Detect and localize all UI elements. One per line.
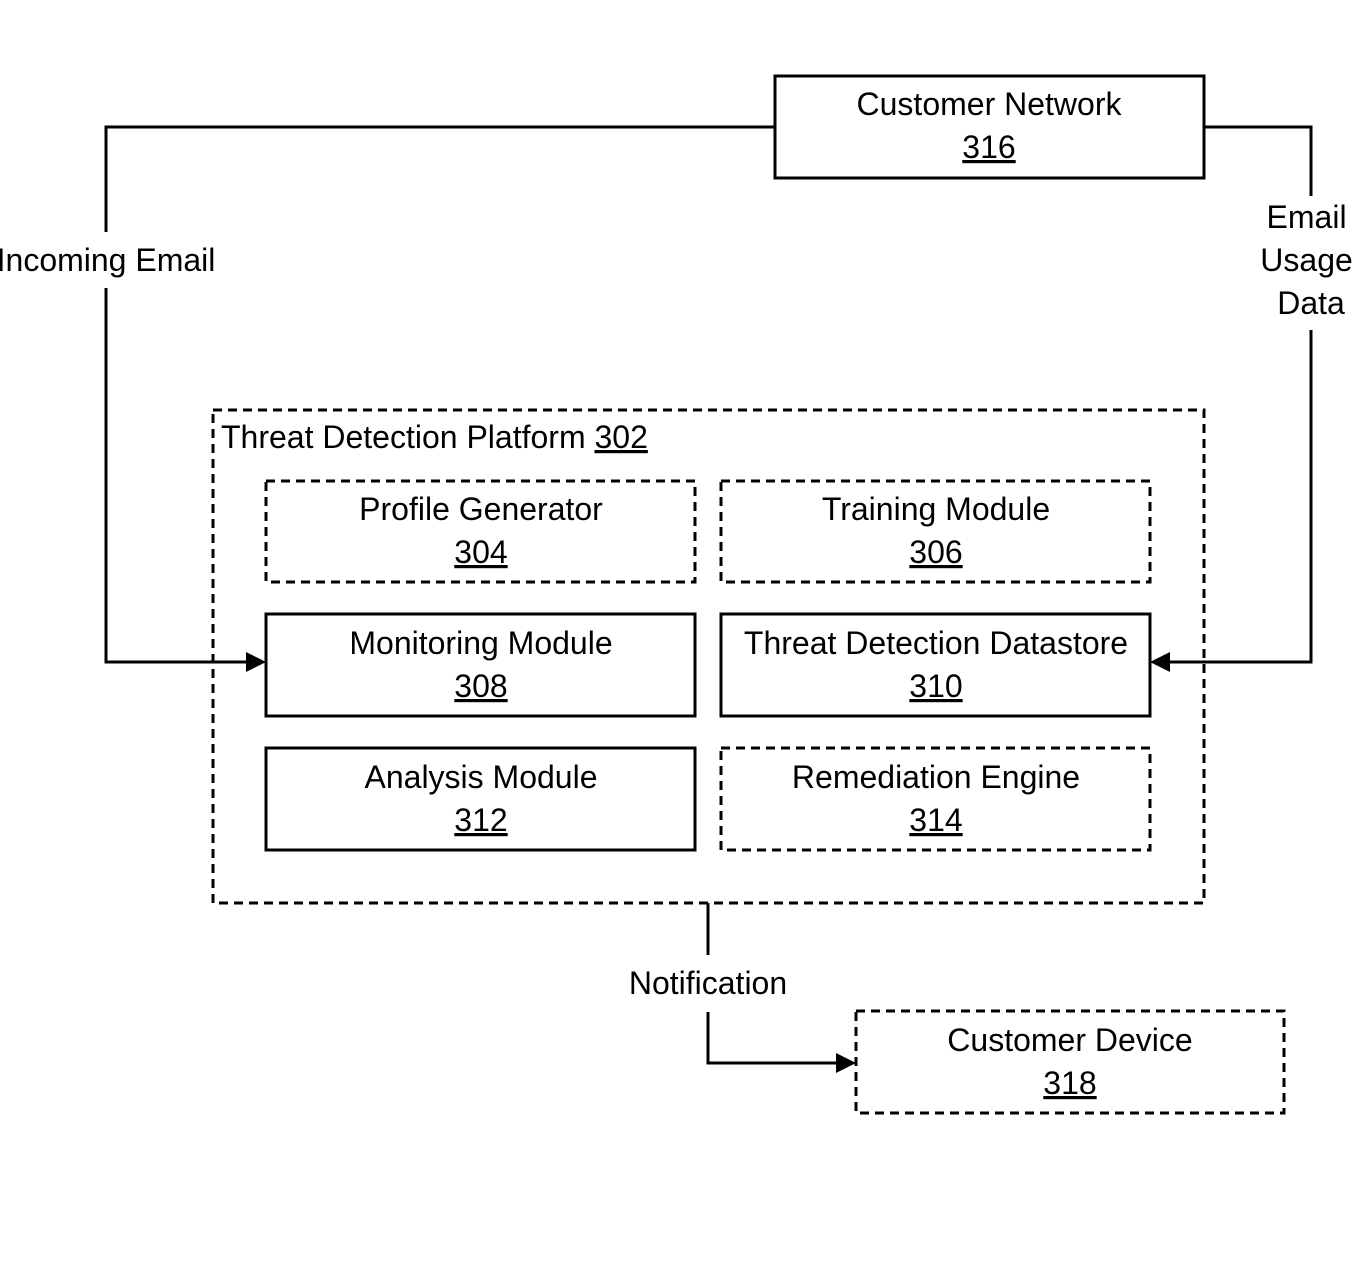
- analysis-module-ref: 312: [454, 802, 507, 838]
- customer-network-ref: 316: [962, 129, 1015, 165]
- incoming-email-line-top: [104, 125, 775, 232]
- threat-detection-datastore-ref: 310: [909, 668, 962, 704]
- email-usage-line-bottom: [1170, 330, 1313, 664]
- customer-device-title: Customer Device: [947, 1022, 1192, 1058]
- email-usage-arrowhead: [1150, 652, 1170, 672]
- remediation-engine-ref: 314: [909, 802, 962, 838]
- training-module-box: Training Module 306: [719, 479, 1152, 584]
- customer-network-box: Customer Network 316: [773, 74, 1206, 180]
- monitoring-module-box: Monitoring Module 308: [264, 612, 697, 718]
- notification-edge: Notification: [629, 903, 856, 1073]
- notification-label: Notification: [629, 965, 787, 1001]
- platform-title: Threat Detection Platform 302: [221, 419, 648, 455]
- incoming-email-line-bottom: [104, 288, 246, 664]
- notification-line-bottom: [706, 1012, 836, 1065]
- remediation-engine-title: Remediation Engine: [792, 759, 1080, 795]
- threat-detection-datastore-title: Threat Detection Datastore: [744, 625, 1128, 661]
- analysis-module-title: Analysis Module: [365, 759, 598, 795]
- customer-device-ref: 318: [1043, 1065, 1096, 1101]
- email-usage-label-line-3: Data: [1277, 285, 1345, 321]
- platform-ref: 302: [594, 419, 647, 455]
- analysis-module-box: Analysis Module 312: [264, 746, 697, 852]
- training-module-ref: 306: [909, 534, 962, 570]
- email-usage-label-line-2: Usage: [1260, 242, 1353, 278]
- customer-network-title: Customer Network: [857, 86, 1123, 122]
- remediation-engine-box: Remediation Engine 314: [719, 746, 1152, 852]
- profile-generator-box: Profile Generator 304: [264, 479, 697, 584]
- notification-arrowhead: [836, 1053, 856, 1073]
- threat-detection-platform: Threat Detection Platform 302: [211, 408, 1206, 905]
- profile-generator-title: Profile Generator: [359, 491, 603, 527]
- incoming-email-edge: Incoming Email: [0, 125, 775, 672]
- monitoring-module-title: Monitoring Module: [349, 625, 612, 661]
- incoming-email-arrowhead: [246, 652, 266, 672]
- email-usage-label: Email Usage Data: [1260, 199, 1361, 321]
- training-module-title: Training Module: [822, 491, 1050, 527]
- profile-generator-ref: 304: [454, 534, 507, 570]
- email-usage-data-edge: Email Usage Data: [1150, 125, 1361, 672]
- threat-detection-datastore-box: Threat Detection Datastore 310: [719, 612, 1152, 718]
- email-usage-label-line-1: Email: [1267, 199, 1347, 235]
- customer-device-box: Customer Device 318: [854, 1009, 1286, 1115]
- email-usage-line-top: [1204, 125, 1313, 196]
- monitoring-module-ref: 308: [454, 668, 507, 704]
- incoming-email-label: Incoming Email: [0, 242, 215, 278]
